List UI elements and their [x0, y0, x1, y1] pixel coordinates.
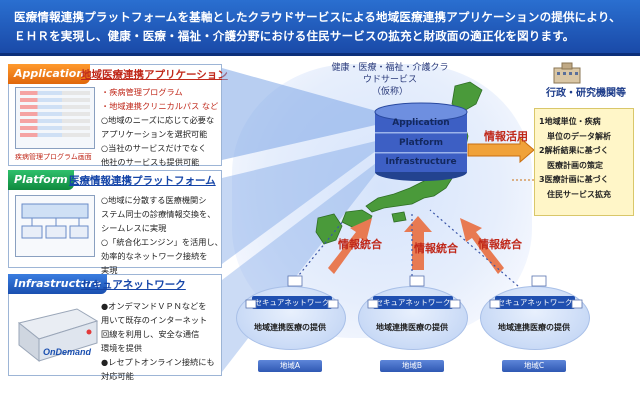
admin-title: 行政・研究機関等 — [546, 88, 626, 99]
layer-platform-label: Platform — [399, 138, 443, 148]
application-item: ・疾病管理プログラム — [101, 87, 183, 97]
vpn-device-illustration: OnDemand — [17, 308, 99, 363]
admin-item: 住民サービス拡充 — [547, 189, 611, 199]
platform-connector — [222, 140, 380, 264]
region-a-label: 地域A — [258, 360, 322, 372]
application-title: 地域医療連携アプリケーション — [81, 69, 228, 81]
platform-bullet: シームレスに実現 — [101, 223, 167, 233]
application-panel: Application 地域医療連携アプリケーション 疾病管理プログラム画面 ・… — [8, 64, 228, 169]
platform-tab: Platform — [8, 170, 74, 190]
region-a-service: 地域連携医療の提供 — [254, 323, 326, 332]
layer-infrastructure-label: Infrastructure — [385, 157, 457, 167]
platform-bullet: 実現 — [101, 265, 118, 275]
infrastructure-title: セキュアネットワーク — [81, 279, 186, 291]
region-c-label: 地域C — [502, 360, 566, 372]
info-use-label: 情報活用 — [484, 130, 528, 143]
infrastructure-bullet: 回線を利用し、安全な通信 — [101, 329, 200, 339]
admin-activities: 1地域単位・疾病 単位のデータ解析 2解析結果に基づく 医療計画の策定 3医療計… — [534, 108, 634, 216]
platform-features: ○地域に分散する医療機関シ ステム同士の診療情報交換を、 シームレスに実現 ○「… — [101, 193, 223, 277]
infrastructure-bullet: 用いて既存のインターネット — [101, 315, 208, 325]
admin-item: 2解析結果に基づく — [539, 146, 609, 155]
admin-item: 単位のデータ解析 — [547, 131, 611, 141]
japan-map — [315, 81, 483, 245]
application-bullet: アプリケーションを選択可能 — [101, 129, 208, 139]
infrastructure-bullet: ●オンデマンドＶＰＮなどを — [101, 301, 207, 311]
header-line-2: ＥＨＲを実現し、健康・医療・福祉・介護分野における住民サービスの拡充と財政面の適… — [14, 29, 575, 43]
integration-label-a: 情報統合 — [338, 238, 382, 251]
admin-item: 1地域単位・疾病 — [539, 117, 601, 126]
infrastructure-bullet: ●レセプトオンライン接続にも — [101, 357, 215, 367]
cloud-service-title-main: 健康・医療・福祉・介護クラウドサービス — [331, 63, 449, 85]
header-line-1: 医療情報連携プラットフォームを基軸としたクラウドサービスによる地域医療連携アプリ… — [14, 10, 621, 24]
infrastructure-features: ●オンデマンドＶＰＮなどを 用いて既存のインターネット 回線を利用し、安全な通信… — [101, 299, 215, 383]
application-tab: Application — [8, 64, 91, 84]
platform-network-illustration — [21, 203, 89, 239]
region-c-service: 地域連携医療の提供 — [498, 323, 570, 332]
platform-bullet: ○「統合化エンジン」を活用し、 — [101, 237, 223, 247]
platform-bullet: 効率的なネットワーク接続を — [101, 251, 208, 261]
cloud-service-title-sub: （仮称） — [371, 87, 408, 97]
infrastructure-bullet: 対応可能 — [101, 371, 134, 381]
application-bullet: ○地域のニーズに応じて必要な — [101, 115, 215, 125]
header-banner: 医療情報連携プラットフォームを基軸としたクラウドサービスによる地域医療連携アプリ… — [0, 0, 640, 56]
region-connector-lines — [289, 209, 519, 287]
platform-panel: Platform 医療情報連携プラットフォーム ○地域に分散する医療機関シ ステ… — [8, 170, 223, 275]
integration-label-b: 情報統合 — [414, 242, 458, 255]
infrastructure-panel: Infrastructure セキュアネットワーク OnDemand ●オンデマ… — [8, 274, 222, 381]
application-screenshot — [15, 87, 95, 149]
application-screenshot-caption: 疾病管理プログラム画面 — [15, 153, 92, 161]
admin-item: 3医療計画に基づく — [539, 175, 609, 184]
cloud-service-stack — [374, 102, 468, 181]
region-b-service: 地域連携医療の提供 — [376, 323, 448, 332]
region-c-secure-network: セキュアネットワーク — [495, 296, 575, 309]
infrastructure-tab: Infrastructure — [8, 274, 108, 294]
application-features: ・疾病管理プログラム ・地域連携クリニカルパス など ○地域のニーズに応じて必要… — [101, 85, 218, 169]
integration-label-c: 情報統合 — [478, 238, 522, 251]
admin-item: 医療計画の策定 — [547, 160, 603, 170]
info-use-arrow — [467, 136, 535, 164]
platform-bullet: ステム同士の診療情報交換を、 — [101, 209, 216, 219]
cloud-service-title: 健康・医療・福祉・介護クラウドサービス （仮称） — [330, 62, 450, 98]
layer-application-label: Application — [392, 118, 450, 128]
integration-arrows — [328, 216, 504, 274]
region-a-secure-network: セキュアネットワーク — [252, 296, 332, 309]
application-bullet: ○当社のサービスだけでなく — [101, 143, 207, 153]
vpn-device-label: OnDemand — [43, 347, 92, 357]
application-item: ・地域連携クリニカルパス など — [101, 101, 219, 111]
application-bullet: 他社のサービスも提供可能 — [101, 157, 200, 167]
region-b-label: 地域B — [380, 360, 444, 372]
platform-bullet: ○地域に分散する医療機関シ — [101, 195, 207, 205]
application-connector — [222, 68, 380, 160]
infrastructure-bullet: 環境を提供 — [101, 343, 142, 353]
region-b-secure-network: セキュアネットワーク — [373, 296, 453, 309]
platform-title: 医療情報連携プラットフォーム — [69, 175, 216, 187]
platform-diagram-thumbnail — [15, 195, 95, 257]
building-icon — [553, 62, 581, 84]
